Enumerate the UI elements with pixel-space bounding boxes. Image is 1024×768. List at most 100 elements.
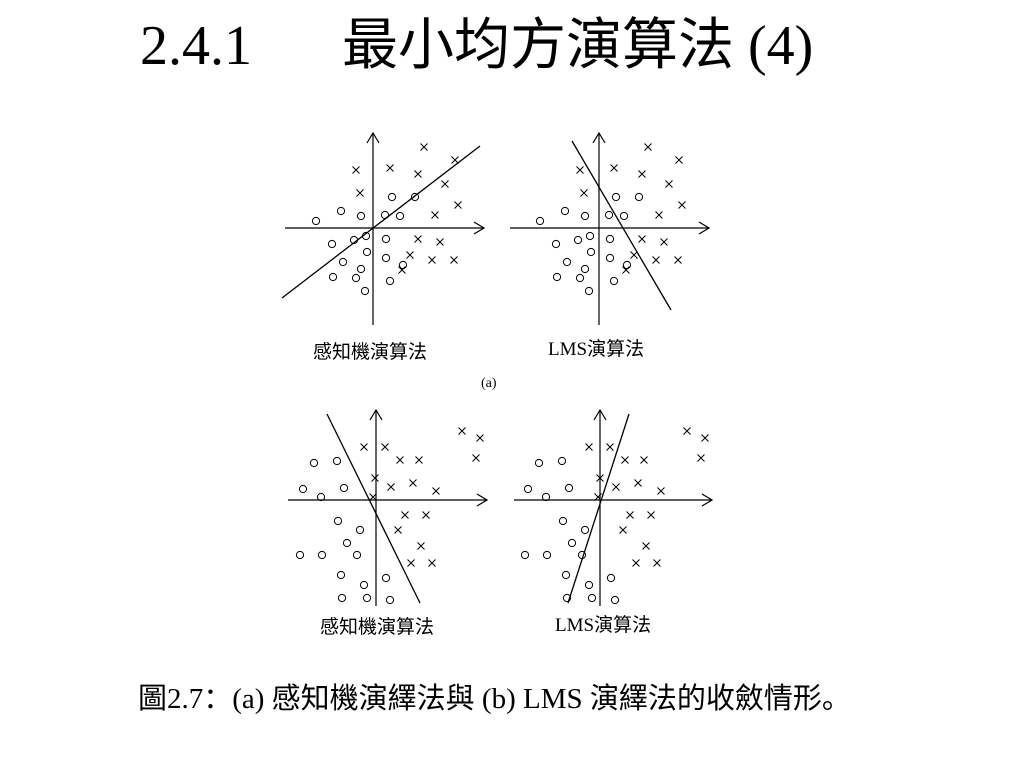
class-x-point [398,266,406,274]
class-o-point [611,192,621,202]
class-x-point [610,164,618,172]
class-x-point [369,493,377,501]
class-x-point [432,487,440,495]
panel-label: LMS演算法 [548,338,644,360]
class-o-point [336,206,346,216]
perceptron-panel-b: 感知機演算法 [288,408,489,638]
class-o-point [584,286,594,296]
class-o-point [534,458,544,468]
class-o-point [577,550,587,560]
class-o-point [551,239,561,249]
class-o-point [542,550,552,560]
class-x-point [417,542,425,550]
class-x-point [401,511,409,519]
class-x-point [622,266,630,274]
class-x-point [422,511,430,519]
class-x-point [594,493,602,501]
class-x-point [657,487,665,495]
class-o-point [584,580,594,590]
decision-boundary [571,140,672,311]
class-o-point [311,216,321,226]
class-o-point [562,593,572,603]
class-o-point [634,192,644,202]
class-o-point [355,525,365,535]
class-x-point [414,235,422,243]
class-x-point [634,479,642,487]
class-o-point [610,595,620,605]
class-x-point [386,164,394,172]
class-o-point [385,276,395,286]
class-o-point [567,538,577,548]
class-o-point [558,516,568,526]
class-o-point [351,273,361,283]
y-axis-arrowhead [369,408,383,421]
class-x-point [409,479,417,487]
panel-label: 感知機演算法 [320,616,434,638]
class-x-point [441,180,449,188]
figure-caption: 圖2.7：(a) 感知機演繹法與 (b) LMS 演繹法的收斂情形。 [138,683,851,715]
class-x-point [360,443,368,451]
class-o-point [580,211,590,221]
panel-label: 感知機演算法 [313,341,427,363]
class-o-point [535,216,545,226]
class-x-point [394,526,402,534]
lms-panel-a: LMS演算法 [510,131,711,360]
class-x-point [697,454,705,462]
class-x-point [630,251,638,259]
class-x-point [683,427,691,435]
class-x-point [396,456,404,464]
class-o-point [575,273,585,283]
decision-boundary [326,413,421,604]
class-o-point [564,483,574,493]
class-x-point [352,166,360,174]
class-x-point [476,434,484,442]
class-o-point [541,492,551,502]
class-o-point [605,234,615,244]
class-o-point [381,573,391,583]
class-x-point [596,474,604,482]
class-o-point [339,483,349,493]
class-o-point [552,272,562,282]
class-o-point [295,550,305,560]
class-x-point [678,201,686,209]
panel-label: LMS演算法 [555,614,651,636]
class-x-point [406,251,414,259]
class-o-point [580,525,590,535]
class-x-point [644,143,652,151]
class-o-point [332,456,342,466]
class-x-point [450,256,458,264]
class-x-point [407,559,415,567]
section-number: 2.4.1 [140,15,252,77]
class-o-point [316,492,326,502]
class-o-point [381,253,391,263]
class-o-point [580,264,590,274]
class-o-point [362,247,372,257]
class-x-point [632,559,640,567]
class-x-point [371,474,379,482]
class-o-point [362,593,372,603]
x-axis-arrowhead [701,493,714,507]
class-o-point [336,570,346,580]
class-x-point [660,238,668,246]
class-x-point [701,434,709,442]
lms-panel-b: LMS演算法 [514,408,714,636]
class-o-point [360,286,370,296]
class-x-point [580,189,588,197]
class-x-point [621,456,629,464]
class-x-point [428,559,436,567]
class-x-point [436,238,444,246]
class-o-point [338,257,348,267]
class-o-point [333,516,343,526]
class-o-point [586,247,596,257]
class-o-point [619,211,629,221]
class-o-point [356,211,366,221]
class-o-point [356,264,366,274]
class-o-point [342,538,352,548]
class-o-point [562,257,572,267]
class-o-point [605,253,615,263]
class-x-point [638,235,646,243]
class-o-point [604,210,614,220]
class-o-point [317,550,327,560]
